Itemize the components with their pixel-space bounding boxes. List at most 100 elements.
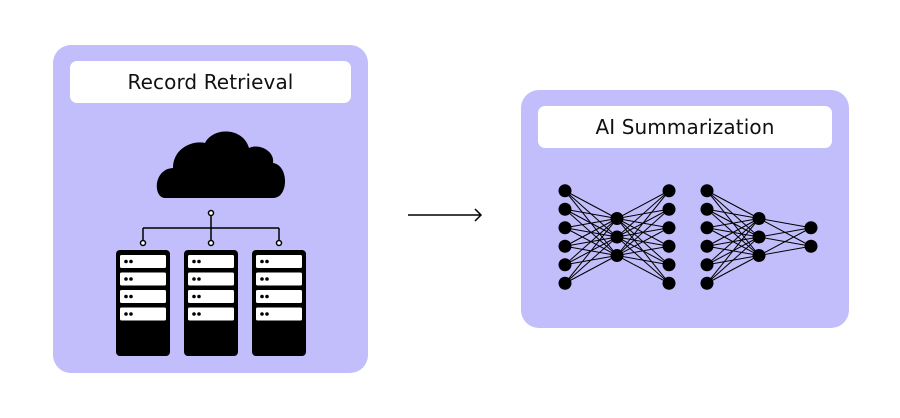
server-slot [188,290,234,303]
server-led [197,312,201,316]
network-node [662,202,676,216]
network-node [662,276,676,290]
network-edge [758,227,812,238]
network-node [558,221,572,235]
server-slot [256,255,302,268]
network-node [752,249,766,262]
network-edge [706,218,760,247]
network-edge [616,245,670,256]
connector-node [207,209,215,217]
network-node [662,239,676,253]
network-edge [706,190,760,219]
network-node [610,230,624,244]
server-led [260,312,264,316]
network-edge [616,227,670,256]
server-slot [120,272,166,286]
network-node [804,221,818,235]
server-led [192,277,196,281]
network-edge [616,190,670,256]
network-edge [706,255,760,284]
record-retrieval-panel: Record Retrieval [53,45,368,373]
network-node [700,202,714,216]
network-edge [706,236,760,284]
server-led [265,312,269,316]
network-node [558,258,572,272]
network-edge [706,218,760,229]
record-retrieval-title: Record Retrieval [70,61,351,103]
server-slot [120,290,166,303]
network-node [752,230,766,244]
server-slot [256,290,302,303]
server-led [124,259,128,264]
network-edge [564,218,618,266]
server-slot [188,307,234,321]
network-node [610,212,624,225]
network-edge [616,190,670,238]
neural-network-icon [558,184,818,290]
network-edge [758,245,812,256]
server-led [265,277,269,281]
server-led [197,259,201,264]
server-slot [188,255,234,268]
ai-summarization-title: AI Summarization [538,106,832,148]
server-led [260,259,264,264]
server-led [124,277,128,281]
server-led [265,259,269,264]
ai-summarization-panel: AI Summarization [521,90,849,328]
server-led [192,294,196,299]
server-led [129,312,133,316]
network-node [700,184,714,198]
network-edge [706,208,760,219]
connector-node [275,239,283,247]
server-rack [184,250,238,356]
network-node [752,212,766,225]
server-led [260,294,264,299]
network-edge [564,218,618,229]
network-edge [616,190,670,219]
network-node [804,239,818,253]
server-led [124,312,128,316]
server-rack [116,250,170,356]
network-node [610,249,624,262]
server-rack [252,250,306,356]
cloud-icon [156,131,285,198]
network-edge [564,236,618,284]
server-slot [256,272,302,286]
network-edge [616,208,670,256]
network-connector [142,216,280,242]
network-node [558,276,572,290]
arrow-right-icon [408,208,483,222]
server-slot [256,307,302,321]
server-led [129,294,133,299]
network-edge [706,218,760,266]
network-edge [616,255,670,284]
network-node [558,184,572,198]
network-edge [564,255,618,284]
network-node [700,221,714,235]
network-node [700,276,714,290]
network-node [662,221,676,235]
server-led [124,294,128,299]
network-node [700,239,714,253]
server-led [192,312,196,316]
network-edge [616,255,670,266]
network-node [700,258,714,272]
server-led [197,294,201,299]
server-led [260,277,264,281]
network-edge [564,218,618,247]
server-led [197,277,201,281]
network-edge [758,227,812,256]
network-edge [758,218,812,229]
server-led [129,259,133,264]
neural-network [558,184,676,290]
network-node [662,184,676,198]
network-node [558,202,572,216]
network-edge [564,208,618,219]
network-edge [706,218,760,284]
server-led [265,294,269,299]
server-led [129,277,133,281]
connector-node [207,239,215,247]
network-edge [564,190,618,219]
server-slot [120,255,166,268]
network-edge [564,218,618,284]
